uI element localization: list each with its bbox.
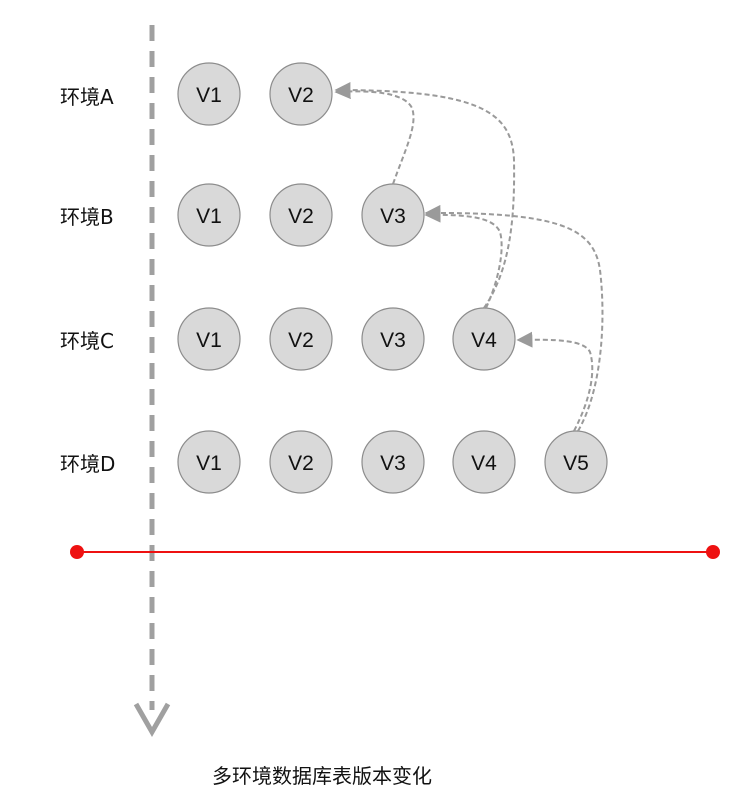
version-node: V3 bbox=[361, 307, 425, 371]
env-d-row: V1 V2 V3 V4 V5 bbox=[177, 430, 608, 494]
diagram-caption: 多环境数据库表版本变化 bbox=[212, 764, 432, 788]
boundary-endpoint-left bbox=[70, 545, 84, 559]
dependency-arrow-c4-to-b3 bbox=[424, 206, 503, 309]
version-label: V4 bbox=[471, 329, 497, 352]
version-label: V1 bbox=[196, 329, 222, 352]
env-c-row: V1 V2 V3 V4 bbox=[177, 307, 516, 371]
dependency-arrow-d5-to-b3 bbox=[424, 204, 604, 432]
version-label: V4 bbox=[471, 452, 497, 475]
environment-labels: 环境A 环境B 环境C 环境D bbox=[60, 85, 115, 476]
version-label: V5 bbox=[563, 452, 589, 475]
version-label: V3 bbox=[380, 205, 406, 228]
version-node: V2 bbox=[269, 430, 333, 494]
timeline-axis bbox=[133, 25, 171, 738]
version-node: V1 bbox=[177, 62, 241, 126]
version-label: V3 bbox=[380, 452, 406, 475]
version-node: V3 bbox=[361, 183, 425, 247]
version-node: V1 bbox=[177, 183, 241, 247]
version-node: V2 bbox=[269, 307, 333, 371]
version-node: V5 bbox=[544, 430, 608, 494]
version-label: V1 bbox=[196, 205, 222, 228]
env-label-d: 环境D bbox=[60, 452, 115, 476]
env-label-a: 环境A bbox=[60, 85, 114, 109]
env-label-c: 环境C bbox=[60, 329, 114, 353]
boundary-endpoint-right bbox=[706, 545, 720, 559]
red-boundary-line bbox=[70, 545, 720, 559]
version-node: V4 bbox=[452, 307, 516, 371]
dependency-arrow-b3-to-a2 bbox=[334, 83, 415, 185]
version-label: V2 bbox=[288, 329, 314, 352]
dependency-arrow-c4-to-a2 bbox=[334, 82, 516, 309]
version-label: V2 bbox=[288, 84, 314, 107]
version-label: V2 bbox=[288, 205, 314, 228]
version-node: V4 bbox=[452, 430, 516, 494]
version-label: V3 bbox=[380, 329, 406, 352]
env-a-row: V1 V2 bbox=[177, 62, 333, 126]
version-node: V1 bbox=[177, 430, 241, 494]
timeline-arrowhead bbox=[133, 702, 171, 738]
version-label: V1 bbox=[196, 84, 222, 107]
version-label: V1 bbox=[196, 452, 222, 475]
env-label-b: 环境B bbox=[60, 205, 114, 229]
version-node: V2 bbox=[269, 183, 333, 247]
env-b-row: V1 V2 V3 bbox=[177, 183, 425, 247]
dependency-arrows bbox=[334, 82, 604, 432]
version-node: V1 bbox=[177, 307, 241, 371]
version-node: V2 bbox=[269, 62, 333, 126]
version-node: V3 bbox=[361, 430, 425, 494]
version-label: V2 bbox=[288, 452, 314, 475]
dependency-arrow-d5-to-c4 bbox=[516, 331, 594, 432]
